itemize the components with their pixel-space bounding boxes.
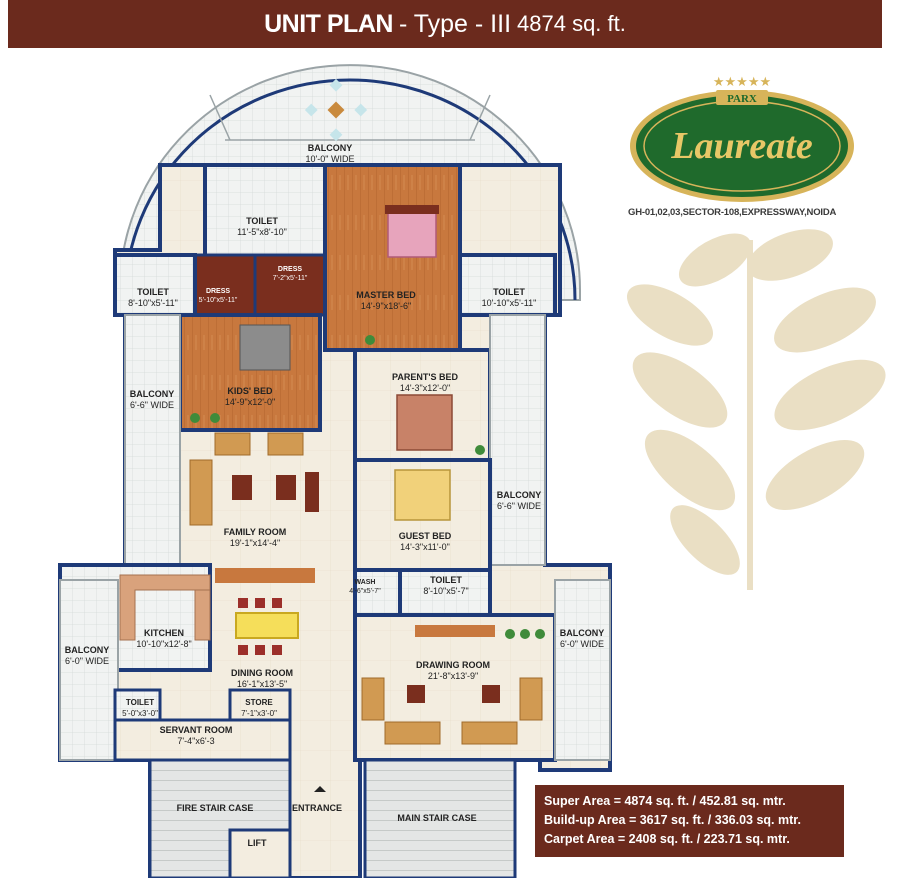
buildup-area: Build-up Area = 3617 sq. ft. / 336.03 sq… [544,813,801,827]
header-area: 4874 sq. ft. [517,11,626,36]
header-subtitle: - Type - III [398,9,512,38]
label-fire-stair: FIRE STAIR CASE [176,803,254,813]
label-lift: LIFT [247,838,267,848]
logo-top-word: PARX [727,93,757,105]
label-main-stair: MAIN STAIR CASE [397,813,477,823]
svg-text:★★★★★: ★★★★★ [713,75,771,90]
leaf-decoration [627,229,886,591]
label-entrance: ENTRANCE [291,803,343,813]
laureate-logo: ★★★★★ PARX Laureate [630,75,854,202]
carpet-area: Carpet Area = 2408 sq. ft. / 223.71 sq. … [544,832,790,846]
area-summary: Super Area = 4874 sq. ft. / 452.81 sq. m… [535,785,844,857]
header-title: UNIT PLAN [264,9,393,38]
super-area: Super Area = 4874 sq. ft. / 452.81 sq. m… [544,794,786,808]
logo-stars: ★★★★★ [713,75,771,90]
logo-name: Laureate [670,125,813,167]
project-address: GH-01,02,03,SECTOR-108,EXPRESSWAY,NOIDA [628,207,837,218]
page-header: UNIT PLAN - Type - III 4874 sq. ft. [8,0,882,48]
